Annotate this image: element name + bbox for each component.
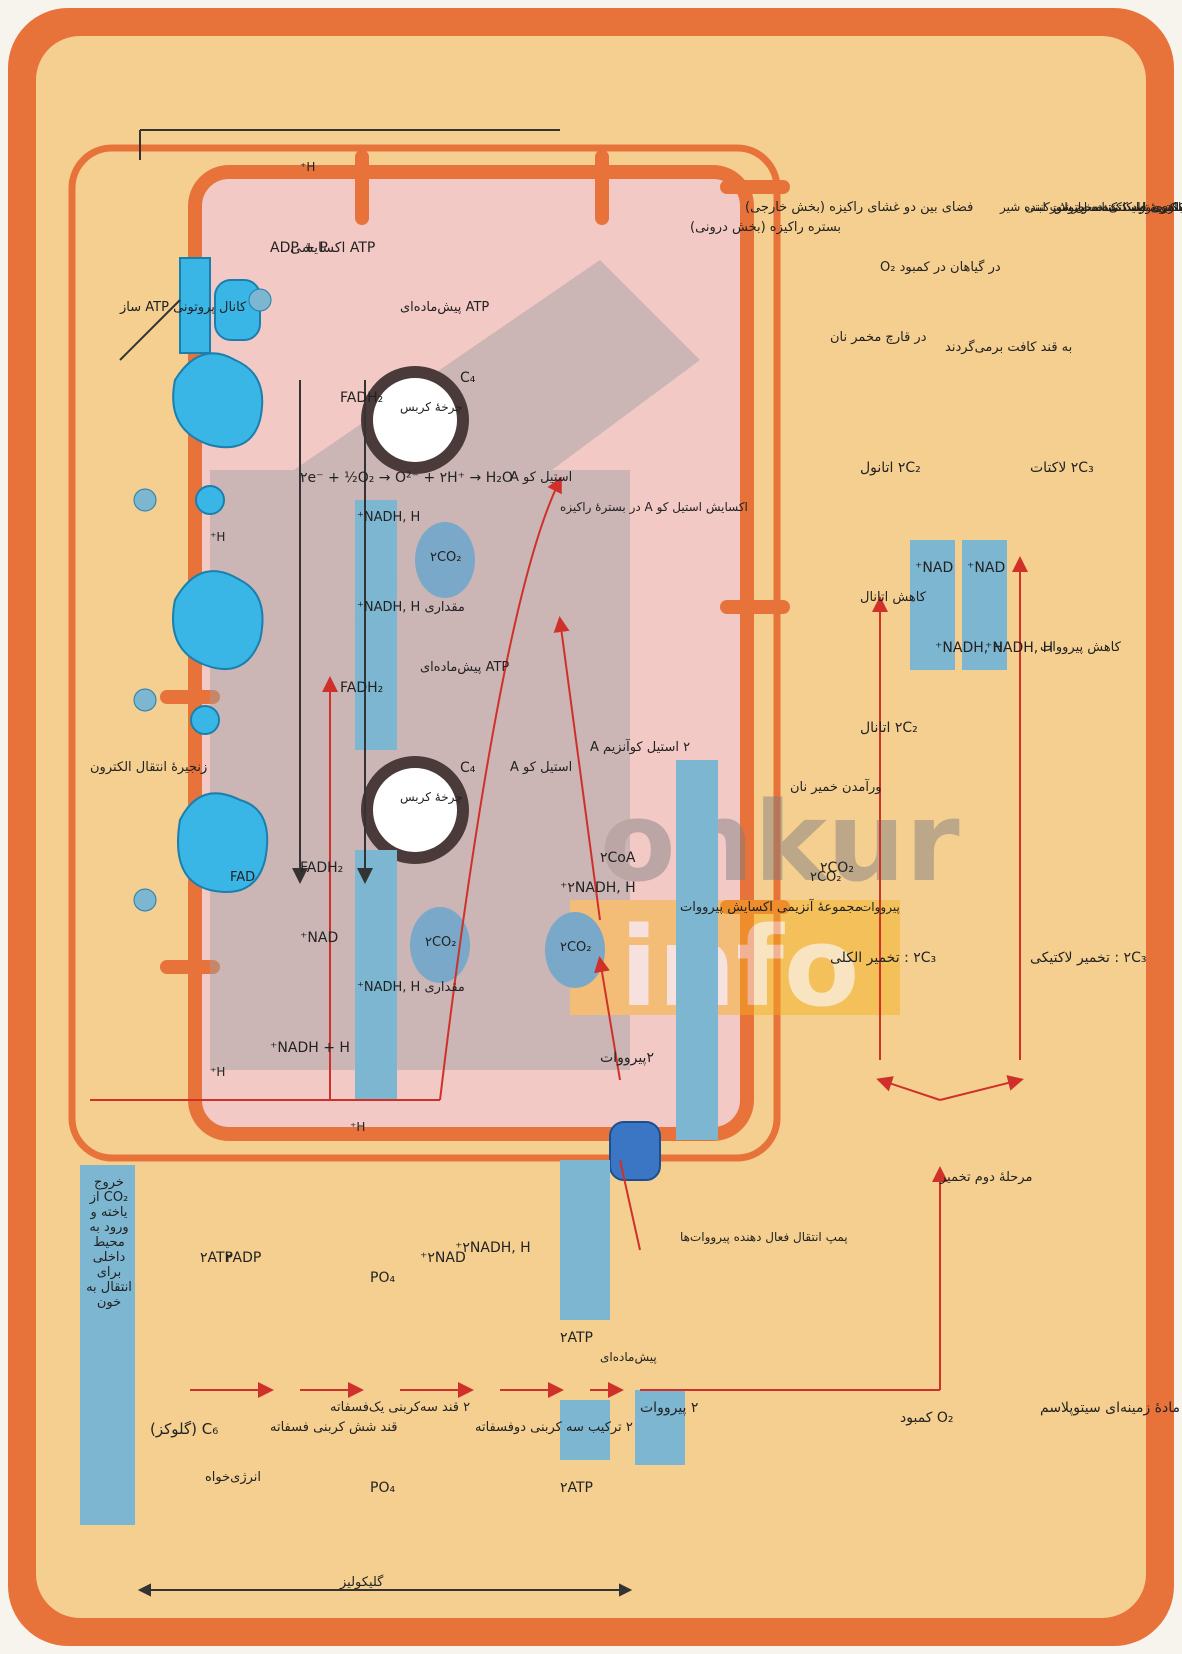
nad-plus-label: NAD⁺ [300, 930, 339, 946]
lactate-label: ۲C₃ لاکتات [1030, 460, 1094, 476]
c4-a-label: C₄ [460, 760, 476, 776]
krebs-cycle-a [361, 756, 469, 864]
proton-markers [133, 288, 272, 912]
h-plus-label-3: H⁺ [300, 160, 316, 174]
pyruvate-reduction-label: کاهش پیرووات [1040, 640, 1121, 655]
pyruvate-pump-channel [609, 1121, 661, 1181]
acetyl-coa-b: استیل کو A [510, 470, 573, 485]
lactic-examples-4: ماهیچهٔ اسکلتی انسان [1075, 200, 1182, 214]
c4-b-label: C₄ [460, 370, 476, 386]
ethanol-reduction-label: کاهش اتانال [860, 590, 926, 605]
cytoplasm-matrix-label: مادهٔ زمینه‌ای سیتوپلاسم [1040, 1400, 1181, 1416]
biphosphate-label: ۲ ترکیب سه کربنی دوفسفاته [475, 1420, 633, 1435]
pyruvate-mito-label: ۲پیرووات [600, 1050, 654, 1066]
atp-2-out-left-label: ۲ATP [560, 1480, 594, 1496]
pyruvate-word-label: پیرووات [860, 900, 900, 914]
nadh-amount-c: NADH, H⁺ [357, 510, 421, 525]
fad-label: FAD [230, 870, 256, 885]
co2-2-ferm-label: ۲CO₂ [820, 860, 854, 876]
atp-2-label: ۲ATP [200, 1250, 234, 1266]
o2-lack-label: O₂ کمبود [900, 1410, 954, 1426]
lactic-examples-3: باکتری تولید کننده خیارشور [1050, 200, 1182, 214]
po4-left-label: PO₄ [370, 1480, 396, 1496]
nadh-plus-h-label: NADH + H⁺ [270, 1040, 350, 1056]
three-carbon-sugar-label: ۲ قند سه‌کربنی یک‌فسفاته [330, 1400, 471, 1415]
pyruvate-2-label: ۲ پیرووات [640, 1400, 699, 1416]
co2-exit-label: خروج CO₂ از یاخته و ورود به محیط داخلی ب… [86, 1175, 132, 1310]
glycolysis-scope-arrow [137, 1583, 633, 1597]
krebs-cycle-b [361, 366, 469, 474]
nadh-amount-a: مقداری NADH, H⁺ [357, 980, 465, 995]
acetaldehyde-label: ۲C₂ اتانال [860, 720, 918, 736]
adp-p-label: ADP + P [270, 240, 328, 256]
fadh2-a-label: FADH₂ [300, 860, 344, 876]
bread-rise-label: ورآمدن خمیر نان [790, 780, 882, 795]
co2-2-a-label: ۲CO₂ [425, 935, 457, 950]
krebs-label-b: چرخهٔ کربس [400, 400, 463, 414]
po4-right-label: PO₄ [370, 1270, 396, 1286]
atp-synthase-label: کانال پروتونی ATP ساز [120, 300, 247, 315]
recycle-label: به قند کافت برمی‌گردند [945, 340, 1073, 355]
lactic-ferment-label: ۲C₃ : تخمیر لاکتیکی [1030, 950, 1147, 966]
h-plus-label-4: H⁺ [210, 530, 226, 544]
adp-2-label: ۲ADP [225, 1250, 262, 1266]
glycolysis-scope-label: گلیکولیز [340, 1575, 384, 1590]
etc-title-label: زنجیرهٔ انتقال الکترون [90, 760, 208, 775]
co2-2-b-label: ۲CO₂ [560, 940, 592, 955]
atp-oxidative-label: ATP اکسایشی [290, 240, 376, 256]
nad-b-label: NAD⁺ [967, 560, 1006, 576]
nadh-2-mito-label: ۲NADH, H⁺ [560, 880, 636, 896]
energy-consumer-label: انرژی‌خواه [205, 1470, 262, 1485]
svg-text:info: info [620, 903, 859, 1031]
two-acetyl-label: ۲ استیل کوآنزیم A [590, 740, 691, 755]
fadh2-b-label: FADH₂ [340, 680, 384, 696]
co2-ellipses [410, 522, 605, 988]
atp-2-out-right-label: ۲ATP [560, 1330, 594, 1346]
h-plus-label-1: H⁺ [210, 1065, 226, 1079]
ethanol-plants-label: در گیاهان در کمبود O₂ [880, 260, 1001, 275]
pump-label: پمپ انتقال فعال دهنده پیرووات‌ها [680, 1230, 848, 1244]
cristae [160, 150, 790, 974]
nadh-h-a-label: NADH, H⁺ [935, 640, 1004, 656]
six-carbon-sugar-label: قند شش کربنی فسفاته [270, 1420, 398, 1435]
electron-arrows [139, 129, 560, 884]
label-boxes [80, 500, 1007, 1525]
lactic-examples-2: باکتری تولید کننده محصولات لبنی [1025, 200, 1182, 214]
ethanol-fungi-label: در قارچ مخمر نان [830, 330, 927, 345]
nadh-2-label: ۲NADH, H⁺ [455, 1240, 531, 1256]
svg-text:onkur: onkur [600, 778, 960, 906]
atp-substrate-b: ATP پیش‌ماده‌ای [400, 300, 490, 315]
co2-2-c-label: ۲CO₂ [430, 550, 462, 565]
nad-2-label: ۲NAD⁺ [420, 1250, 466, 1266]
pyruvate-oxidation-complex: مجموعهٔ آنزیمی اکسایش پیرووات [680, 900, 862, 915]
alcoholic-ferment-label: ۲C₃ : تخمیر الکلی [830, 950, 937, 966]
coa-2-label: ۲CoA [600, 850, 636, 866]
krebs-label-a: چرخهٔ کربس [400, 790, 463, 804]
pathway-arrows [90, 476, 1028, 1398]
co2-2-d-label: ۲CO₂ [810, 870, 842, 885]
second-stage-label: مرحلهٔ دوم تخمیر [940, 1170, 1033, 1185]
nadh-amount-b: مقداری NADH, H⁺ [357, 600, 465, 615]
h-plus-label-2: H⁺ [350, 1120, 366, 1134]
substrate-level-label: پیش‌ماده‌ای [600, 1350, 657, 1364]
nadh-h-b-label: NADH, H⁺ [985, 640, 1054, 656]
electron-equation: ۲e⁻ + ½O₂ → O²⁻ + ۲H⁺ → H₂O [300, 470, 513, 486]
glucose-label: C₆ (گلوکز) [150, 1420, 219, 1438]
lactic-examples-1: باکتری فاسد کننده و ترش کننده شیر [1000, 200, 1182, 214]
etc-proteins [172, 352, 269, 893]
atp-substrate-a: ATP پیش‌ماده‌ای [420, 660, 510, 675]
acetyl-coa-a: استیل کو A [510, 760, 573, 775]
intermembrane-label: فضای بین دو غشای راکیزه (بخش خارجی) [745, 200, 974, 215]
nad-a-label: NAD⁺ [915, 560, 954, 576]
acetyl-oxidation-label: اکسایش استیل کو A در بسترهٔ راکیزه [560, 500, 748, 514]
atp-synthase [119, 257, 261, 361]
ethanol-label: ۲C₂ اتانول [860, 460, 921, 476]
fadh2-c-label: FADH₂ [340, 390, 384, 406]
mitochondrion-outer-membrane [68, 144, 781, 1162]
matrix-label: بستره راکیزه (بخش درونی) [690, 220, 842, 235]
